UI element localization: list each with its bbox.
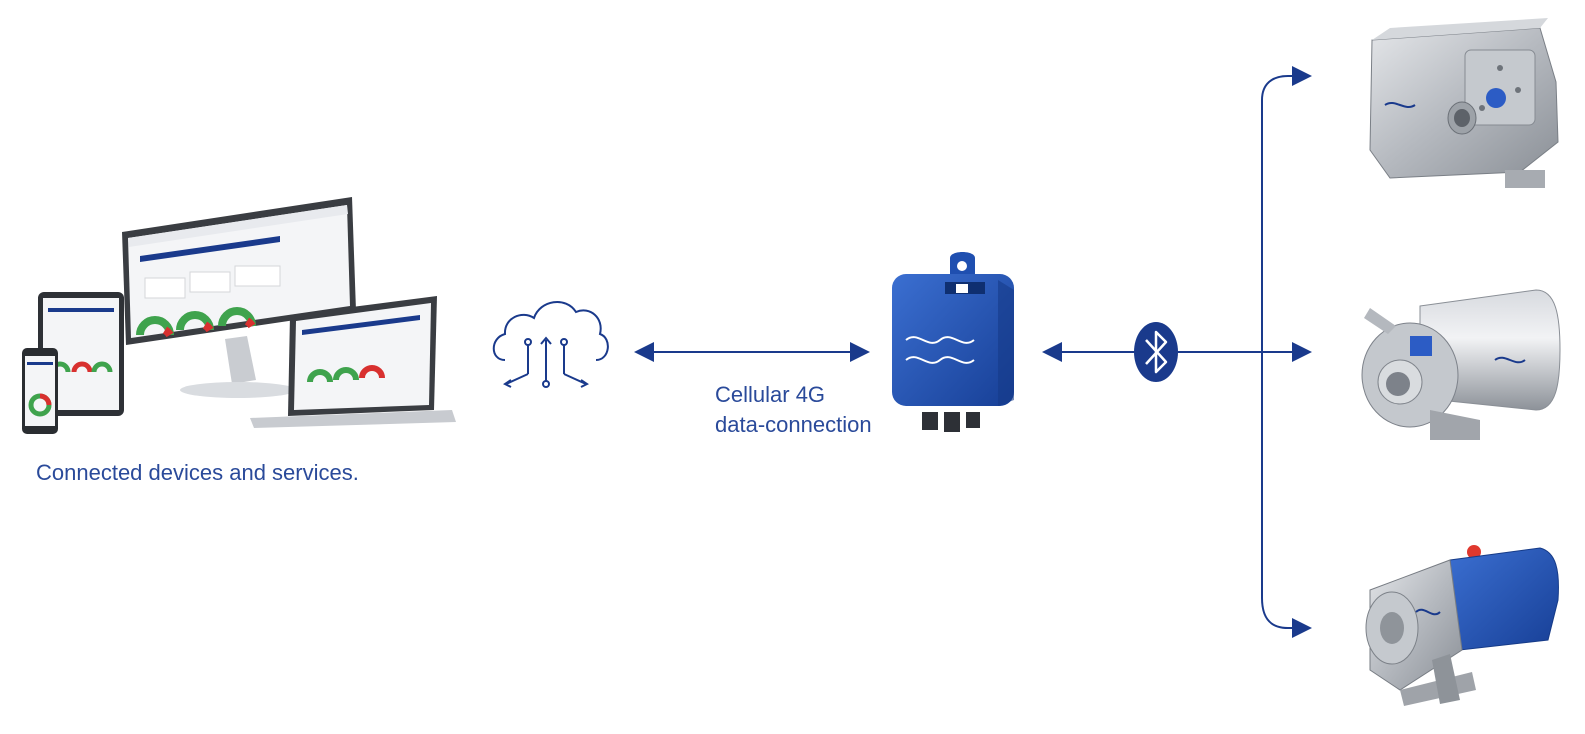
pump-top <box>1369 18 1559 188</box>
pump-branch-connector <box>1261 66 1312 638</box>
bluetooth-icon <box>1134 322 1178 382</box>
connected-devices-group <box>22 197 456 434</box>
desktop-monitor <box>122 197 356 398</box>
connected-devices-caption: Connected devices and services. <box>36 460 359 485</box>
pump-middle <box>1361 289 1561 440</box>
laptop <box>250 296 456 428</box>
cellular-label-line2: data-connection <box>715 412 872 437</box>
cellular-label-line1: Cellular 4G <box>715 382 826 407</box>
cellular-connection-label: Cellular 4G data-connection <box>715 380 872 440</box>
cloud-network-icon <box>492 300 609 388</box>
smartphone <box>22 348 58 434</box>
pump-bottom <box>1365 545 1559 706</box>
gateway-device <box>892 252 1014 432</box>
